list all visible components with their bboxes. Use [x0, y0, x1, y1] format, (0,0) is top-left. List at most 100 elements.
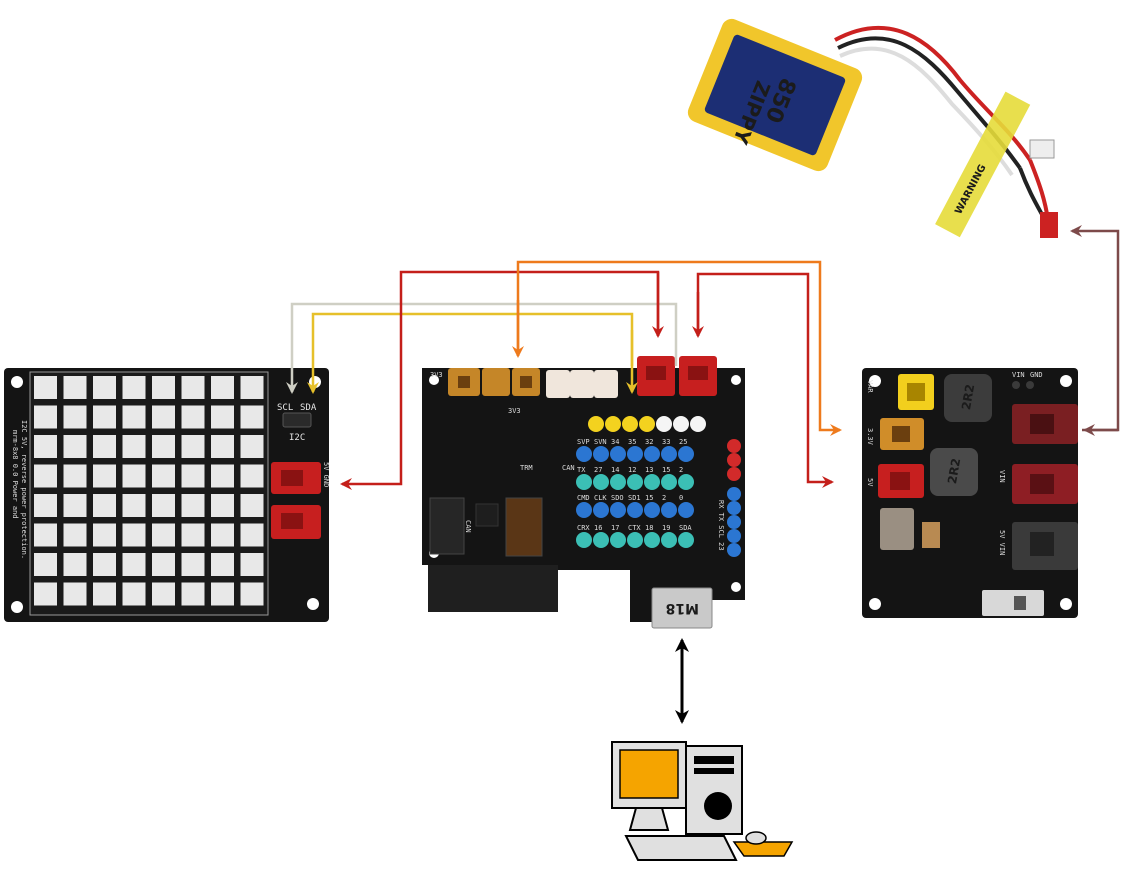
header-pin[interactable] — [576, 502, 592, 518]
header-pin[interactable] — [593, 446, 609, 462]
led-pixel — [122, 435, 146, 458]
header-pin-label: CMD — [577, 494, 590, 502]
header-pin-label: 18 — [645, 524, 653, 532]
header-pin[interactable] — [593, 502, 609, 518]
main-3v3-connector-2[interactable] — [482, 368, 510, 396]
header-pin[interactable] — [661, 532, 677, 548]
header-pin[interactable] — [627, 502, 643, 518]
header-pin[interactable] — [593, 474, 609, 490]
header-pin[interactable] — [644, 532, 660, 548]
header-pin[interactable] — [576, 474, 592, 490]
header-pin-label: 17 — [611, 524, 619, 532]
battery-input-connector[interactable] — [1012, 404, 1078, 444]
led-pixel — [211, 464, 234, 488]
led-pixel — [63, 553, 87, 576]
main-white-connector-1[interactable] — [546, 370, 570, 398]
matrix-desc-line2: I2C 5V, reverse power protection. — [20, 420, 28, 559]
led-pixel — [211, 582, 234, 606]
side-red-pins[interactable] — [727, 439, 741, 481]
led-pixel — [122, 553, 146, 576]
header-pin[interactable] — [610, 502, 626, 518]
led-pixel — [240, 494, 264, 517]
led-pixel — [152, 582, 175, 606]
header-pin[interactable] — [678, 446, 694, 462]
power-switch[interactable] — [982, 590, 1044, 616]
header-pin-label: 19 — [662, 524, 670, 532]
can-label-2: CAN — [464, 520, 472, 533]
matrix-gnd-label: GND — [322, 475, 330, 488]
mount-hole — [731, 582, 741, 592]
main-white-connector-2[interactable] — [570, 370, 594, 398]
svg-text:VAR: VAR — [866, 380, 874, 393]
power-5v-vin-label: 5V VIN — [998, 530, 1006, 555]
header-pin[interactable] — [610, 532, 626, 548]
header-pin-label: 32 — [645, 438, 653, 446]
matrix-power-connector-2[interactable] — [271, 505, 321, 539]
matrix-desc-line1: mrm-8x8 0.0 Power and — [11, 430, 19, 519]
led-pixel — [152, 464, 175, 488]
header-pin-label: SDO — [611, 494, 624, 502]
header-pin-label: SVP — [577, 438, 590, 446]
led-pixel — [152, 494, 175, 517]
header-pin[interactable] — [661, 502, 677, 518]
led-pixel — [211, 523, 234, 547]
mount-hole — [1060, 375, 1072, 387]
main-3v3-connector-1[interactable] — [448, 368, 480, 396]
power-5v-connector[interactable] — [878, 464, 924, 498]
battery-jst-plug[interactable] — [1040, 212, 1058, 238]
header-pin[interactable] — [576, 446, 592, 462]
power-3v3-wire — [516, 260, 842, 436]
led-pixel — [93, 376, 116, 399]
can-label: CAN — [562, 464, 575, 472]
main-power-connector-1[interactable] — [637, 356, 675, 396]
main-power-connector-2[interactable] — [679, 356, 717, 396]
header-pin[interactable] — [576, 532, 592, 548]
header-pin-label: 0 — [679, 494, 683, 502]
header-pin[interactable] — [678, 532, 694, 548]
can-connector[interactable] — [429, 497, 465, 555]
header-pin-label: 13 — [645, 466, 653, 474]
header-pin[interactable] — [610, 446, 626, 462]
header-pin[interactable] — [627, 532, 643, 548]
main-i2c-header[interactable] — [588, 416, 706, 432]
side-blue-pins[interactable] — [727, 487, 741, 557]
header-pin[interactable] — [644, 474, 660, 490]
inductor-2: 2R2 — [930, 448, 978, 496]
led-pixel — [181, 494, 205, 517]
led-pixel — [152, 435, 175, 458]
header-pin[interactable] — [644, 502, 660, 518]
main-3v3-connector-3[interactable] — [512, 368, 540, 396]
power-gnd-label: GND — [1030, 371, 1043, 379]
header-pin[interactable] — [627, 474, 643, 490]
header-pin[interactable] — [678, 474, 694, 490]
main-white-connector-3[interactable] — [594, 370, 618, 398]
5v-vin-connector[interactable] — [1012, 522, 1078, 570]
header-pin[interactable] — [593, 532, 609, 548]
header-pin[interactable] — [610, 474, 626, 490]
sda-label: SDA — [300, 403, 317, 413]
power-3v3-connector[interactable] — [880, 418, 924, 450]
power-var-connector[interactable] — [898, 374, 934, 410]
led-pixel — [122, 582, 146, 606]
led-pixel — [34, 464, 57, 488]
header-pin-label: 35 — [628, 438, 636, 446]
matrix-power-connector-1[interactable] — [271, 462, 321, 494]
trm-connector[interactable] — [505, 497, 543, 557]
i2c-label: I2C — [289, 433, 305, 443]
var-label: VAR — [866, 380, 874, 393]
led-pixel — [240, 464, 264, 488]
header-pin-label: 2 — [679, 466, 683, 474]
vin-connector[interactable] — [1012, 464, 1078, 504]
header-pin[interactable] — [661, 474, 677, 490]
usb-connector[interactable]: M18 — [651, 587, 713, 629]
header-pin[interactable] — [678, 502, 694, 518]
header-pin[interactable] — [644, 446, 660, 462]
svg-text:CAN: CAN — [464, 520, 472, 533]
header-pin[interactable] — [627, 446, 643, 462]
led-pixel — [181, 553, 205, 576]
header-pin-label: 25 — [679, 438, 687, 446]
header-pin[interactable] — [661, 446, 677, 462]
led-pixel — [181, 376, 205, 399]
svg-text:5V: 5V — [866, 478, 874, 487]
